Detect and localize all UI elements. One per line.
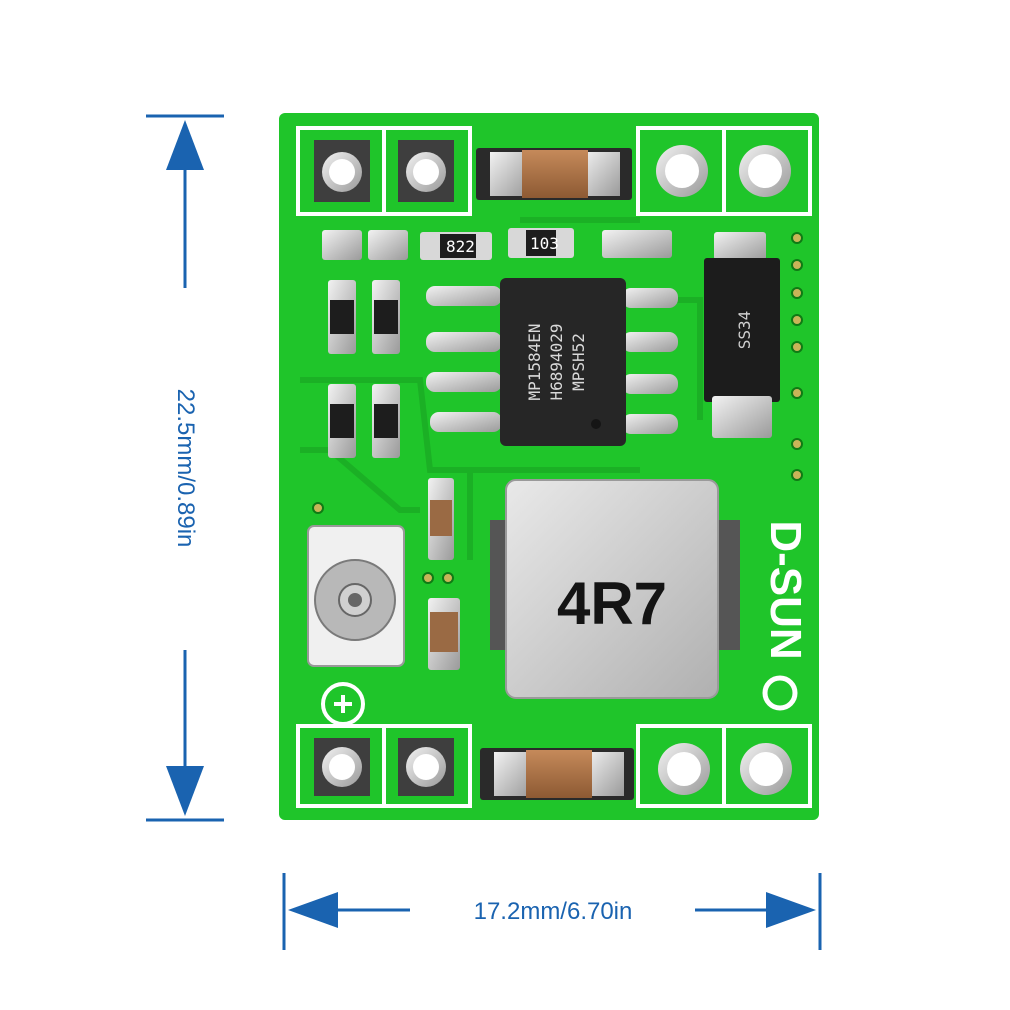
capacitor-top bbox=[476, 148, 632, 200]
resistor-marking-822: 822 bbox=[446, 237, 475, 256]
mounting-mark bbox=[321, 682, 365, 726]
brand-circle-mark bbox=[762, 675, 798, 711]
pcb-board: 822 103 bbox=[279, 113, 819, 820]
inductor bbox=[490, 479, 740, 699]
ic-marking-line1: MP1584EN bbox=[525, 323, 544, 400]
smd-parts-left bbox=[328, 280, 460, 670]
brand-silkscreen: D-SUN bbox=[761, 520, 810, 659]
ic-legs bbox=[426, 286, 678, 434]
trimmer-potentiometer bbox=[307, 525, 405, 667]
width-dimension-label: 17.2mm/6.70in bbox=[474, 898, 633, 925]
diode-marking: SS34 bbox=[735, 311, 754, 350]
inductor-marking: 4R7 bbox=[557, 570, 667, 637]
ic-marking-line2: H6894029 bbox=[547, 323, 566, 400]
ic-marking-line3: MPSH52 bbox=[569, 333, 588, 391]
resistor-marking-103: 103 bbox=[530, 234, 559, 253]
width-dimension bbox=[282, 873, 822, 950]
edge-vias bbox=[312, 232, 803, 584]
smd-resistors-top-row bbox=[322, 228, 672, 260]
height-dimension bbox=[146, 114, 224, 822]
capacitor-bottom bbox=[480, 748, 634, 800]
ic-chip bbox=[500, 278, 626, 446]
schottky-diode bbox=[704, 232, 780, 438]
pad-group-bottom bbox=[314, 738, 792, 796]
pad-group-top bbox=[314, 140, 791, 202]
height-dimension-label: 22.5mm/0.89in bbox=[172, 389, 199, 548]
